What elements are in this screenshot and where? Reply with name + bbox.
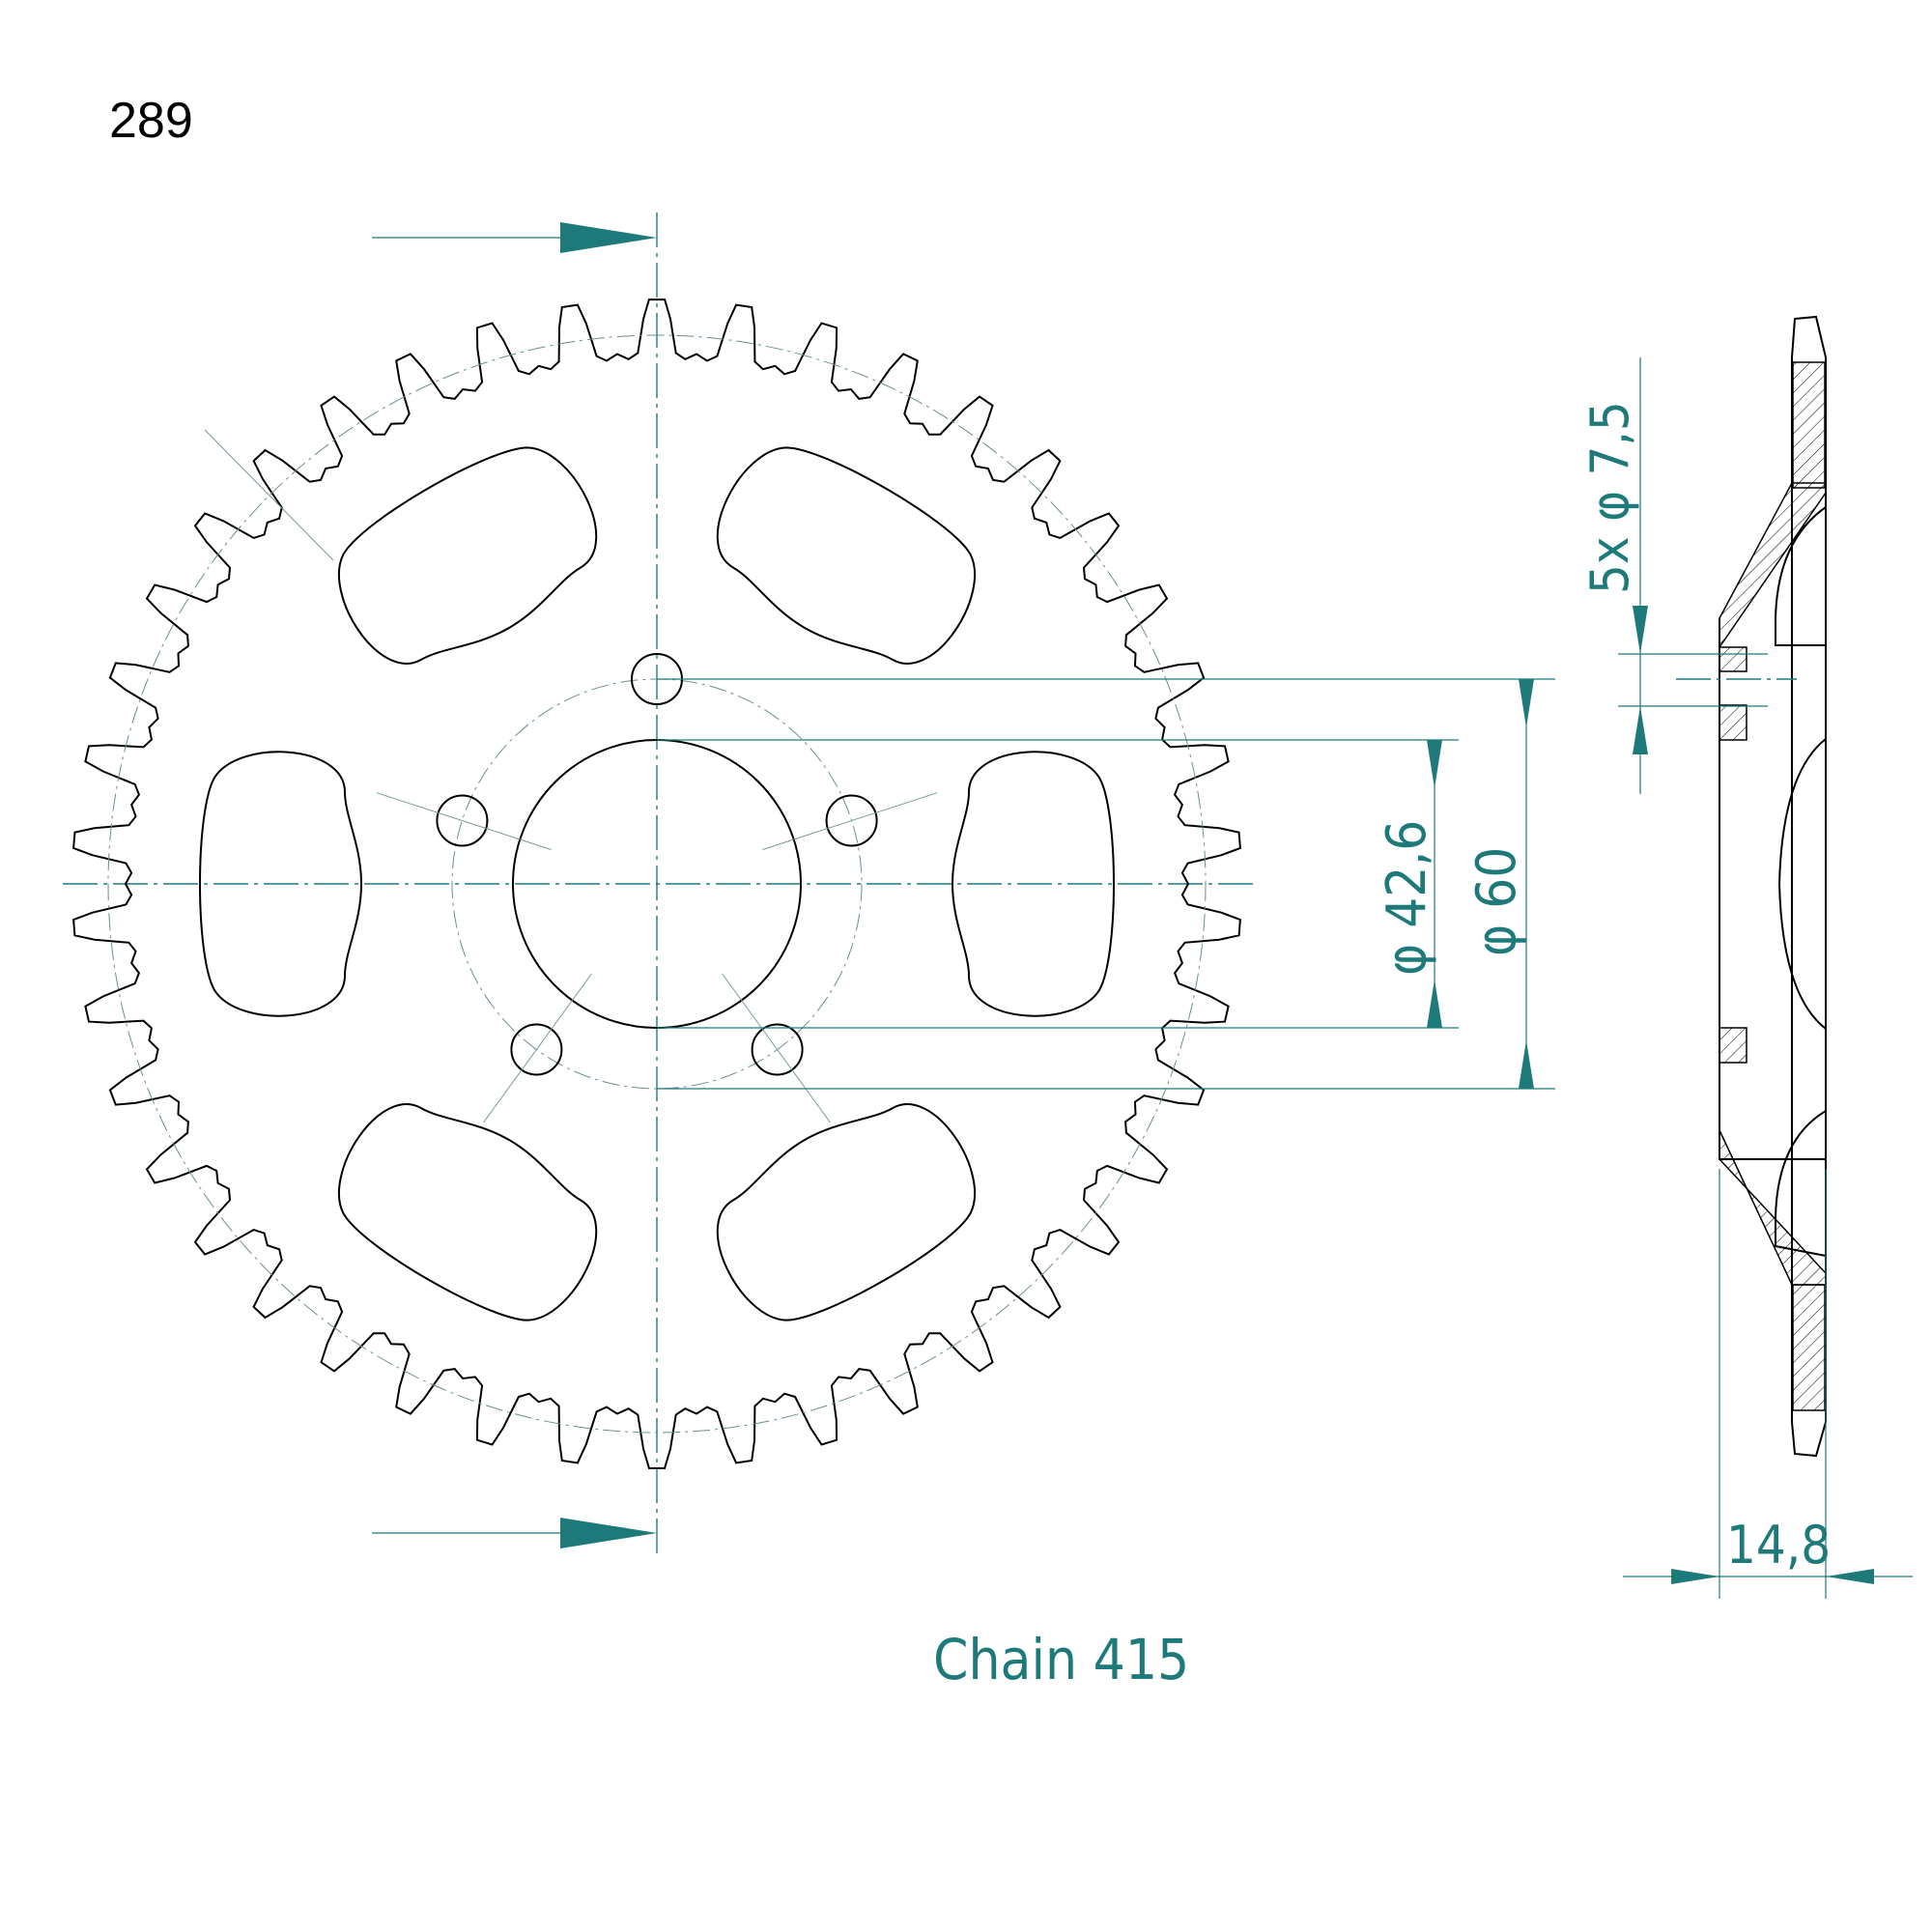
bolt-hole	[510, 1023, 563, 1076]
radial-leader	[762, 792, 938, 850]
pitch-circle	[107, 334, 1207, 1434]
bolt-hole-label: 5x φ 7,5	[1579, 401, 1640, 594]
bolt-hole	[751, 1023, 804, 1076]
radial-leader	[722, 973, 831, 1123]
center-lines	[63, 213, 1256, 1555]
radial-leader	[483, 973, 592, 1123]
part-number: 289	[109, 93, 193, 149]
section-arrows	[372, 222, 657, 1548]
lightening-hole	[716, 1103, 977, 1321]
bolt-circle-label: φ 60	[1465, 847, 1528, 956]
radial-leaders	[204, 429, 938, 1123]
bolt-hole	[436, 794, 489, 847]
radial-leader	[376, 792, 552, 850]
side-section-view: 14,8 5x φ 7,5	[1579, 315, 1913, 1599]
sprocket-outline	[72, 298, 1241, 1469]
diameter-dimensions: φ 42,6 φ 60	[657, 678, 1555, 1090]
lightening-hole	[337, 1103, 598, 1321]
lightening-holes	[199, 446, 1115, 1321]
radial-leader	[204, 429, 334, 561]
center-bore-label: φ 42,6	[1376, 820, 1438, 976]
thickness-label: 14,8	[1726, 1515, 1831, 1576]
chain-label: Chain 415	[933, 1627, 1189, 1692]
bolt-hole	[825, 794, 878, 847]
lightening-hole	[716, 446, 977, 665]
bolt-holes	[436, 653, 878, 1076]
lightening-hole	[951, 751, 1115, 1017]
lightening-hole	[337, 446, 598, 665]
lightening-hole	[199, 751, 363, 1017]
